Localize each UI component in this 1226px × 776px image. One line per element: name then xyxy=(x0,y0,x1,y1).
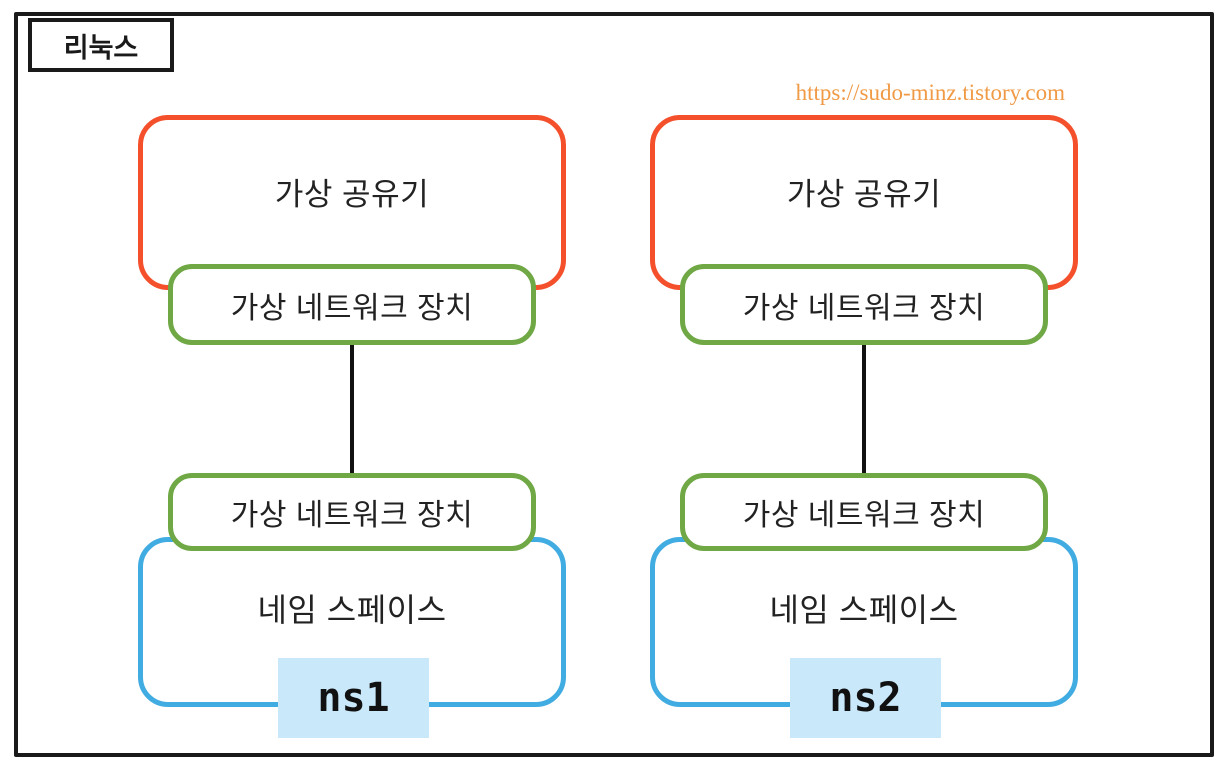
virtual-router-label: 가상 공유기 xyxy=(786,177,942,212)
veth-namespace-label: 가상 네트워크 장치 xyxy=(230,499,474,532)
namespace-label: 네임 스페이스 xyxy=(257,592,447,628)
veth-host-label: 가상 네트워크 장치 xyxy=(742,291,986,325)
veth-namespace-label: 가상 네트워크 장치 xyxy=(742,499,986,532)
virtual-router-box: 가상 공유기 xyxy=(138,115,566,290)
veth-connector-line xyxy=(862,345,866,475)
veth-host-label: 가상 네트워크 장치 xyxy=(230,291,474,325)
namespace-name-tag: ns1 xyxy=(278,658,429,738)
veth-connector-line xyxy=(350,345,354,475)
namespace-column-ns1: 가상 공유기 가상 네트워크 장치 가상 네트워크 장치 네임 스페이스 ns1 xyxy=(138,115,566,740)
namespace-name-tag: ns2 xyxy=(790,658,941,738)
namespace-label: 네임 스페이스 xyxy=(769,592,959,628)
veth-host-box: 가상 네트워크 장치 xyxy=(680,264,1048,345)
namespace-column-ns2: 가상 공유기 가상 네트워크 장치 가상 네트워크 장치 네임 스페이스 ns2 xyxy=(650,115,1078,740)
linux-label-text: 리눅스 xyxy=(63,32,139,63)
watermark-url: https://sudo-minz.tistory.com xyxy=(795,80,1065,105)
linux-container-label: 리눅스 xyxy=(28,18,174,72)
veth-host-box: 가상 네트워크 장치 xyxy=(168,264,536,345)
veth-namespace-box: 가상 네트워크 장치 xyxy=(680,473,1048,551)
veth-namespace-box: 가상 네트워크 장치 xyxy=(168,473,536,551)
virtual-router-label: 가상 공유기 xyxy=(274,177,430,212)
